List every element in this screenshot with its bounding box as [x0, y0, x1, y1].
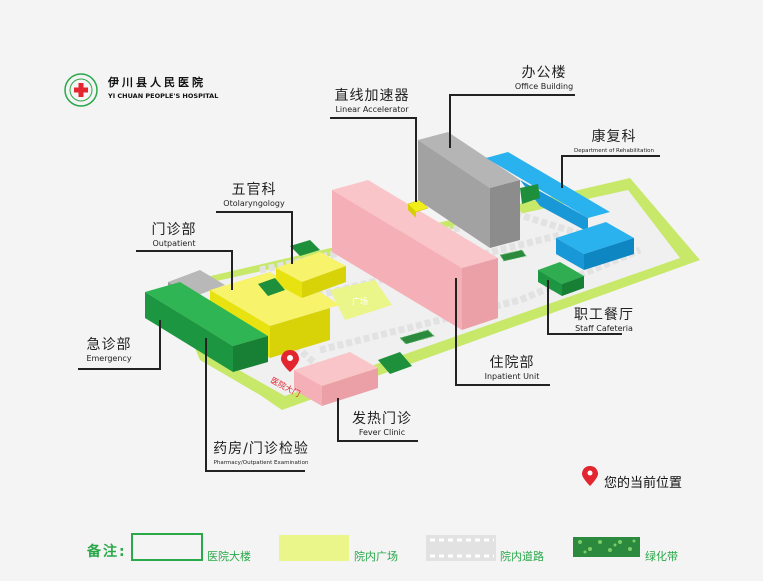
- fever-building-front: [294, 370, 322, 406]
- label-outpatient: 门诊部 Outpatient: [136, 221, 212, 249]
- green-block-2: [258, 278, 285, 296]
- fever-cn: 发热门诊: [352, 411, 412, 427]
- label-rehabilitation: 康复科 Department of Rehabilitation: [568, 128, 660, 156]
- rehab-wing-top: [556, 222, 634, 254]
- emergency-building-side: [233, 336, 268, 372]
- rehab-cn: 康复科: [591, 129, 637, 145]
- legend-label-plaza: 院内广场: [354, 550, 398, 563]
- legend-title: 备注:: [87, 544, 127, 560]
- legend-swatch-plaza: [279, 535, 349, 561]
- legend-swatch-building: [131, 533, 203, 561]
- legend-label-building: 医院大楼: [207, 550, 251, 563]
- current-location-pin[interactable]: [281, 350, 299, 372]
- label-fever-clinic: 发热门诊 Fever Clinic: [344, 410, 420, 438]
- office-building-front: [418, 140, 490, 248]
- emergency-building-front: [145, 292, 233, 372]
- outpatient-building-top: [210, 272, 330, 326]
- rehab-green-patch: [520, 184, 540, 204]
- inpatient-cn: 住院部: [489, 355, 535, 371]
- office-building-side: [490, 180, 520, 248]
- label-linear-accelerator: 直线加速器 Linear Accelerator: [330, 87, 414, 115]
- linac-cn: 直线加速器: [334, 88, 410, 104]
- emergency-cn: 急诊部: [86, 337, 132, 353]
- hospital-name-cn: 伊川县人民医院: [108, 76, 206, 89]
- legend-label-road: 院内道路: [500, 550, 544, 563]
- pharmacy-en: Pharmacy/Outpatient Examination: [213, 460, 309, 466]
- legend-location-pin: [582, 466, 598, 486]
- ent-cn: 五官科: [231, 182, 277, 198]
- office-building-top: [418, 132, 520, 188]
- plaza: [330, 280, 392, 320]
- rehab-building-top: [486, 152, 610, 218]
- ent-en: Otolaryngology: [223, 199, 285, 208]
- hospital-name-en: YI CHUAN PEOPLE'S HOSPITAL: [108, 92, 219, 100]
- label-emergency: 急诊部 Emergency: [78, 336, 140, 364]
- fever-en: Fever Clinic: [358, 428, 406, 437]
- current-location-text: 您的当前位置: [604, 476, 683, 491]
- label-office-building: 办公楼 Office Building: [512, 64, 576, 92]
- ent-building-top: [276, 252, 346, 282]
- label-otolaryngology: 五官科 Otolaryngology: [216, 181, 292, 209]
- hedge-2: [499, 249, 527, 262]
- fever-green-block: [378, 352, 412, 374]
- cafeteria-cn: 职工餐厅: [574, 307, 634, 323]
- rehab-wing-front: [556, 238, 584, 270]
- inpatient-building-side: [462, 258, 498, 330]
- inpatient-building-top: [332, 180, 498, 268]
- green-block-1: [290, 240, 320, 256]
- fever-building-top: [294, 352, 378, 386]
- outpatient-en: Outpatient: [152, 239, 196, 248]
- cafeteria-building-top: [538, 262, 584, 284]
- rehab-en: Department of Rehabilitation: [573, 148, 655, 154]
- cafeteria-en: Staff Cafeteria: [575, 324, 633, 333]
- legend-greenbelt-texture: [578, 539, 636, 554]
- cafeteria-building-side: [562, 276, 584, 296]
- outpatient-building-side: [270, 308, 330, 358]
- linac-en: Linear Accelerator: [335, 105, 409, 114]
- hedge-1: [399, 329, 435, 345]
- outpatient-cn: 门诊部: [151, 222, 197, 238]
- ent-building-side: [302, 266, 346, 298]
- plaza-label: 广场: [352, 296, 368, 306]
- emergency-en: Emergency: [86, 354, 132, 363]
- office-building-en: Office Building: [514, 82, 574, 91]
- label-pharmacy: 药房/门诊检验 Pharmacy/Outpatient Examination: [206, 440, 316, 468]
- linac-building-front: [408, 204, 416, 218]
- legend-road-dashes: [430, 538, 494, 558]
- fever-building-side: [322, 368, 378, 406]
- ent-building-front: [276, 268, 302, 298]
- label-inpatient: 住院部 Inpatient Unit: [470, 354, 554, 382]
- pharmacy-cn: 药房/门诊检验: [213, 441, 309, 457]
- rehab-wing-side: [584, 238, 634, 270]
- legend-label-greenbelt: 绿化带: [645, 550, 678, 563]
- emergency-building-top: [145, 282, 268, 346]
- inpatient-building-front: [332, 190, 462, 330]
- inpatient-en: Inpatient Unit: [484, 372, 540, 381]
- legend-swatch-greenbelt: [573, 537, 640, 557]
- cafeteria-building-front: [538, 270, 562, 296]
- label-staff-cafeteria: 职工餐厅 Staff Cafeteria: [568, 306, 640, 334]
- hospital-logo: [64, 73, 98, 107]
- office-building-cn: 办公楼: [521, 65, 567, 81]
- leader-lines: [78, 94, 660, 472]
